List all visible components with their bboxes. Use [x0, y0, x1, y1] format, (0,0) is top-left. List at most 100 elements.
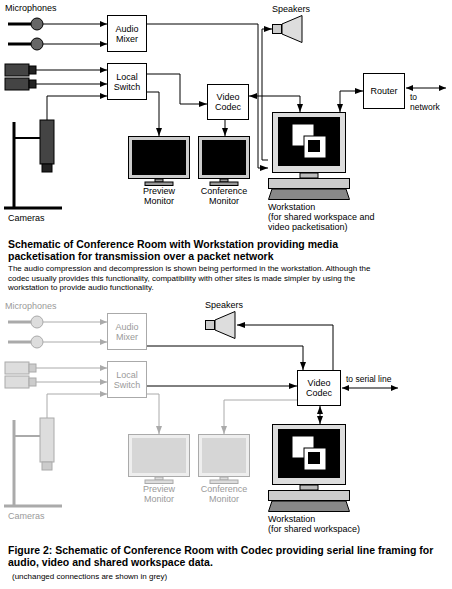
monitor-frame: [129, 137, 190, 179]
box-label: Local Switch: [110, 370, 144, 390]
process-box: Audio Mixer: [107, 15, 147, 52]
node-label: Preview Monitor: [128, 186, 190, 206]
box-label: Router: [370, 86, 397, 96]
top-room-inputs: [4, 18, 446, 208]
speaker-node: Speakers: [205, 300, 249, 339]
workstation-node: Workstation(for shared workspace and vid…: [268, 112, 376, 232]
workstation-node: Workstation(for shared workspace): [268, 424, 378, 534]
camera-body: [40, 418, 54, 462]
camera-lens: [42, 462, 52, 470]
mic-head: [31, 18, 43, 30]
wire: [36, 368, 107, 369]
monitor-screen: [202, 140, 246, 175]
monitor-icon: [198, 434, 250, 484]
box-label: Local Switch: [110, 72, 144, 92]
screen-window: [304, 136, 326, 158]
stand-arm: [14, 435, 40, 437]
network-line: [406, 88, 446, 89]
connector: [237, 325, 333, 370]
stand-base: [4, 207, 62, 210]
node-label: Speakers: [205, 300, 249, 310]
camera-stand: [13, 420, 16, 506]
box-label: Video Codec: [210, 92, 246, 112]
monitor-node: Preview Monitor: [128, 434, 190, 504]
wire: [43, 322, 107, 323]
monitor-neck: [300, 485, 318, 490]
connector: [225, 120, 226, 136]
monitor-frame: [129, 435, 190, 477]
camera-lens: [29, 364, 36, 372]
figure-title: Schematic of Conference Room with Workst…: [8, 238, 408, 262]
speaker-icon: [205, 311, 237, 339]
stand-base: [4, 505, 62, 508]
wire: [47, 394, 107, 418]
screen-window: [304, 448, 326, 470]
monitor-screen: [202, 438, 246, 473]
port-label: to network: [410, 92, 448, 112]
speaker-icon: [272, 15, 304, 43]
process-box: Local Switch: [107, 63, 147, 100]
mic-stalk: [8, 321, 31, 324]
mic-head: [31, 336, 43, 348]
box-label: Video Codec: [300, 378, 338, 398]
monitor-base: [210, 480, 238, 484]
monitor-base: [145, 480, 173, 484]
screen-window: [308, 452, 320, 464]
speaker-magnet: [206, 321, 215, 330]
wire: [36, 382, 107, 383]
monitor-screen: [132, 438, 186, 473]
speaker-cone: [282, 16, 302, 43]
speaker-cone: [215, 312, 235, 339]
monitor-frame: [199, 435, 250, 477]
camera-body: [5, 78, 29, 90]
node-label: (for shared workspace and video packetis…: [268, 212, 376, 232]
monitor-icon: [198, 136, 250, 186]
workstation-icon: [268, 112, 350, 200]
camera-lens: [42, 164, 52, 172]
group-label: Cameras: [8, 511, 45, 522]
system-unit: [269, 491, 350, 501]
wire: [43, 24, 107, 25]
node-label: Conference Monitor: [198, 484, 250, 504]
process-box: Local Switch: [107, 361, 147, 398]
node-label: Speakers: [272, 4, 316, 14]
bottom-room-inputs: [4, 316, 107, 506]
camera-lens: [29, 378, 36, 386]
monitor-screen: [278, 117, 340, 166]
connector: [147, 386, 297, 387]
monitor-screen: [278, 429, 340, 478]
monitor-base: [210, 182, 238, 186]
connector: [249, 96, 300, 112]
connector: [262, 29, 272, 160]
monitor-base: [145, 182, 173, 186]
process-box: Video Codec: [297, 370, 341, 406]
process-box: Video Codec: [207, 84, 249, 120]
wire: [47, 96, 107, 120]
system-unit: [269, 179, 350, 189]
box-label: Audio Mixer: [110, 24, 144, 44]
serial-line: [342, 388, 398, 389]
port-label: to serial line: [346, 374, 391, 384]
monitor-screen: [132, 140, 186, 175]
process-box: Audio Mixer: [107, 313, 147, 350]
stand-arm: [14, 137, 40, 139]
mic-head: [31, 316, 43, 328]
camera-body: [5, 64, 29, 76]
group-label: Microphones: [5, 301, 57, 312]
monitor-icon: [128, 136, 190, 186]
node-label: (for shared workspace): [268, 524, 378, 534]
monitor-node: Preview Monitor: [128, 136, 190, 206]
connector: [147, 346, 303, 370]
monitor-frame: [273, 113, 346, 173]
mic-stalk: [8, 341, 31, 344]
wire: [43, 342, 107, 343]
keyboard: [269, 189, 350, 200]
monitor-neck: [300, 173, 318, 178]
monitor-node: Conference Monitor: [198, 434, 250, 504]
connector: [320, 406, 321, 424]
wire: [36, 70, 107, 71]
connector: [147, 92, 159, 136]
speaker-magnet: [273, 25, 282, 34]
mic-stalk: [8, 43, 31, 46]
camera-body: [5, 362, 29, 374]
